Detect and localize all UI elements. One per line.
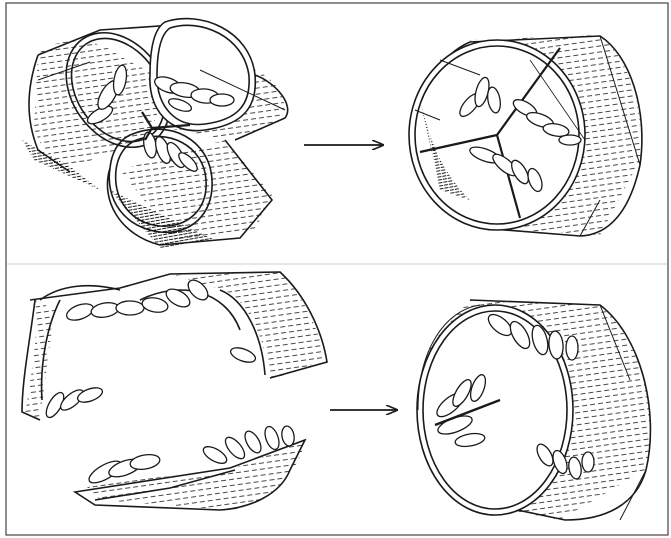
closed-cylinder-open-lumen (417, 300, 650, 520)
closed-cylinder-three-chambers (409, 35, 642, 236)
